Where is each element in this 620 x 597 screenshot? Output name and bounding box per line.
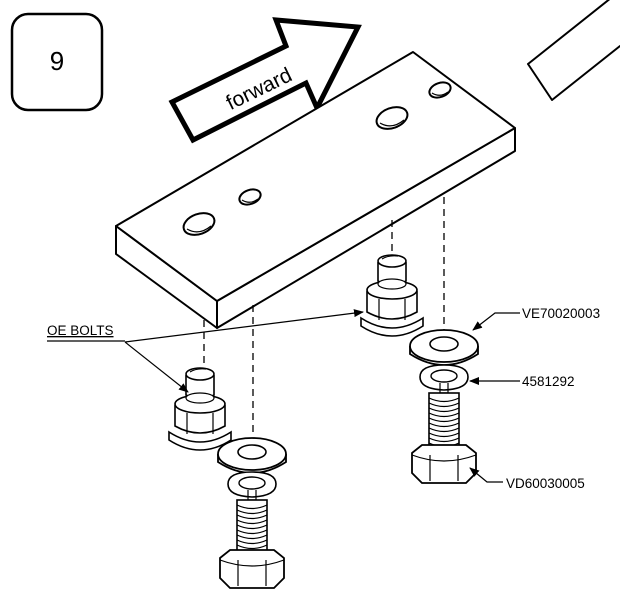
block-hole [375, 106, 409, 130]
step-number: 9 [50, 46, 64, 76]
lock-washer [419, 364, 469, 394]
step-number-badge: 9 [10, 12, 104, 112]
rail-edge [527, 0, 620, 101]
alignment-lines [203, 197, 445, 437]
oe-bolts-label: OE BOLTS [47, 323, 114, 338]
hardware-stack [217, 437, 287, 589]
flat-washer [217, 437, 287, 474]
flat-washer [409, 329, 479, 366]
block-hole [182, 212, 216, 236]
oe-bolt [360, 254, 424, 337]
washer-part-label: VE70020003 [522, 306, 600, 321]
hardware-stack [409, 329, 479, 484]
hex-bolt [411, 392, 477, 484]
lock-washer-part-label: 4581292 [522, 374, 575, 389]
spacer-block [115, 51, 516, 329]
callout-leaders [124, 309, 520, 483]
bolt-part-label: VD60030005 [506, 476, 585, 491]
forward-arrow: forward [168, 17, 362, 144]
block-hole [238, 188, 262, 206]
block-hole [428, 81, 452, 99]
hex-bolt [219, 499, 285, 589]
lock-washer [227, 471, 277, 501]
oe-bolt [168, 367, 232, 451]
